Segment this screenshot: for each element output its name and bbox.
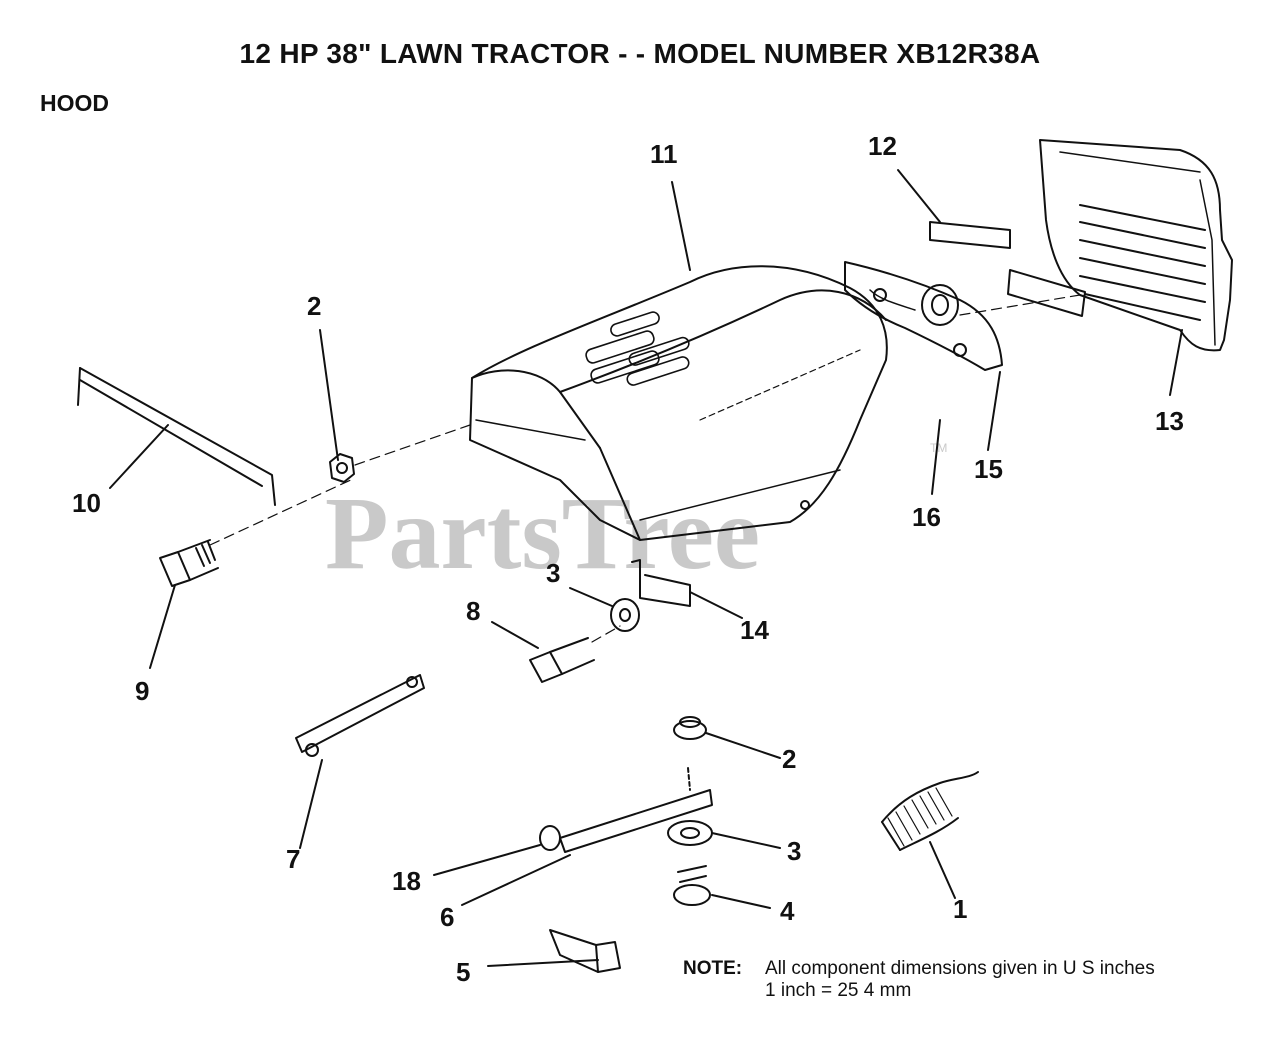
dimension-note: NOTE: All component dimensions given in U… (683, 958, 1155, 1002)
note-line-1: All component dimensions given in U S in… (765, 958, 1155, 979)
callout-10: 10 (72, 488, 101, 518)
callout-1: 1 (953, 894, 967, 924)
diagram-title: 12 HP 38" LAWN TRACTOR - - MODEL NUMBER … (239, 38, 1041, 69)
part-18-bushing (539, 825, 561, 851)
part-10-rod (77, 367, 276, 506)
callout-7: 7 (286, 844, 300, 874)
part-13-grille (1039, 139, 1233, 352)
part-2-nut-lower (673, 716, 707, 740)
part-2-nut-upper (329, 453, 355, 483)
callout-2-lower: 2 (782, 744, 796, 774)
callout-4: 4 (780, 896, 795, 926)
part-16-bushing (921, 284, 959, 326)
part-7-link (295, 674, 425, 757)
part-6-lever (559, 767, 713, 853)
part-3-washer-lower (667, 820, 713, 846)
callout-13: 13 (1155, 406, 1184, 436)
note-line-2: 1 inch = 25 4 mm (765, 980, 912, 1001)
part-9-bolt (159, 539, 219, 587)
part-12-lens (929, 221, 1086, 317)
section-label: HOOD (40, 90, 109, 116)
part-8-bolt (529, 637, 595, 683)
part-5-bolt (549, 929, 621, 973)
callout-3-lower: 3 (787, 836, 801, 866)
callout-9: 9 (135, 676, 149, 706)
callout-6: 6 (440, 902, 454, 932)
callout-14: 14 (740, 615, 769, 645)
callout-2-upper: 2 (307, 291, 321, 321)
part-1-spring (881, 771, 979, 851)
watermark-tm: TM (930, 441, 947, 455)
callout-11: 11 (650, 139, 678, 169)
callout-18: 18 (392, 866, 421, 896)
note-label: NOTE: (683, 958, 743, 979)
part-4-nut (673, 865, 711, 906)
callout-16: 16 (912, 502, 941, 532)
callout-3-upper: 3 (546, 558, 560, 588)
part-14-clip (631, 559, 691, 607)
callout-5: 5 (456, 957, 470, 987)
part-3-washer-upper (610, 598, 640, 632)
callout-15: 15 (974, 454, 1003, 484)
callout-8: 8 (466, 596, 480, 626)
part-15-bracket (844, 261, 1003, 371)
callout-12: 12 (868, 131, 897, 161)
